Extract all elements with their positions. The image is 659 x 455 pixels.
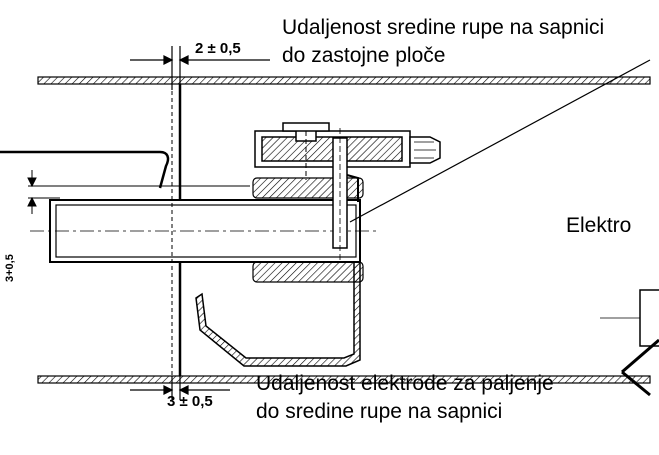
nozzle-pipe — [30, 199, 380, 263]
callout-ignition-electrode-line1: Udaljenost elektrode za paljenje — [256, 372, 554, 395]
ignition-cable — [0, 150, 170, 189]
callout-nozzle-baffle-line1: Udaljenost sredine rupe na sapnici — [282, 16, 605, 39]
callout-ignition-electrode-line2: do sredine rupe na sapnici — [256, 400, 503, 423]
electrode-holder — [254, 122, 441, 180]
callout-electrode-partial: Elektro — [566, 214, 632, 237]
dimension-bottom-gap: 3 ± 0,5 — [167, 393, 213, 410]
outer-tube — [37, 76, 651, 384]
top-dimension-lines — [130, 46, 270, 90]
callout-leader — [349, 59, 651, 223]
baffle-plate — [171, 84, 182, 380]
dimension-top-gap: 2 ± 0,5 — [195, 40, 241, 57]
ignition-electrode — [332, 128, 359, 262]
bottom-dimension-lines — [130, 376, 230, 400]
dimension-vertical-offset: 3+0,5 — [4, 254, 16, 282]
left-dimension-lines — [27, 170, 250, 214]
lower-deflector — [195, 261, 361, 367]
callout-nozzle-baffle-line2: do zastojne ploče — [282, 44, 446, 67]
right-detail-fragment — [600, 289, 659, 397]
